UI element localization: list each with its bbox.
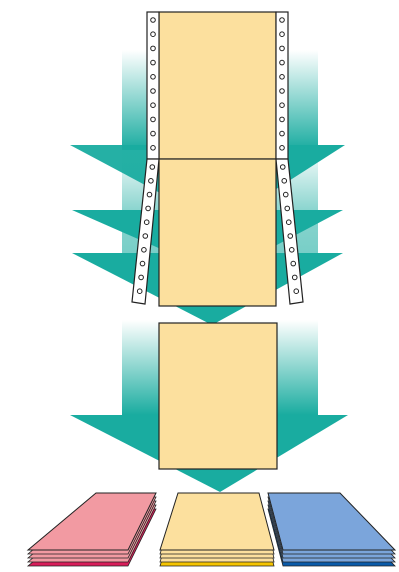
feed-hole [146,206,151,211]
feed-hole [280,146,285,151]
feed-hole [151,103,156,108]
feed-hole [280,60,285,65]
feed-hole [280,103,285,108]
feed-hole [144,220,149,225]
feed-hole [151,146,156,151]
feed-hole [151,75,156,80]
feed-hole [140,261,145,266]
feed-hole [151,60,156,65]
lower-sheet [159,159,276,306]
feed-hole [151,131,156,136]
feed-hole [280,117,285,122]
feed-hole [280,75,285,80]
yellow-stack [160,493,274,566]
feed-hole [280,18,285,23]
upper-sheet [159,12,276,159]
feed-hole [280,131,285,136]
feed-hole [292,275,297,280]
single-sheet [159,323,277,469]
feed-hole [151,32,156,37]
separated-sheet [159,323,277,469]
feed-hole [285,206,290,211]
feed-hole [150,165,155,170]
feed-hole [151,18,156,23]
feed-hole [151,117,156,122]
red-stack [28,493,156,566]
feed-hole [283,192,288,197]
blue-stack [268,493,395,566]
feed-hole [280,165,285,170]
feed-hole [142,248,147,253]
feed-hole [288,234,293,239]
feed-hole [280,46,285,51]
feed-hole [151,89,156,94]
feed-hole [147,192,152,197]
feed-hole [294,289,299,294]
feed-hole [282,179,287,184]
feed-hole [149,179,154,184]
feed-hole [280,32,285,37]
stack-top-sheet [160,493,274,550]
feed-hole [286,220,291,225]
feed-hole [143,234,148,239]
feed-hole [151,46,156,51]
feed-hole [289,248,294,253]
stack-top-sheet [268,493,395,550]
feed-hole [280,89,285,94]
continuous-form-upper [147,12,288,159]
feed-hole [139,275,144,280]
feed-hole [291,261,296,266]
feed-hole [137,289,142,294]
